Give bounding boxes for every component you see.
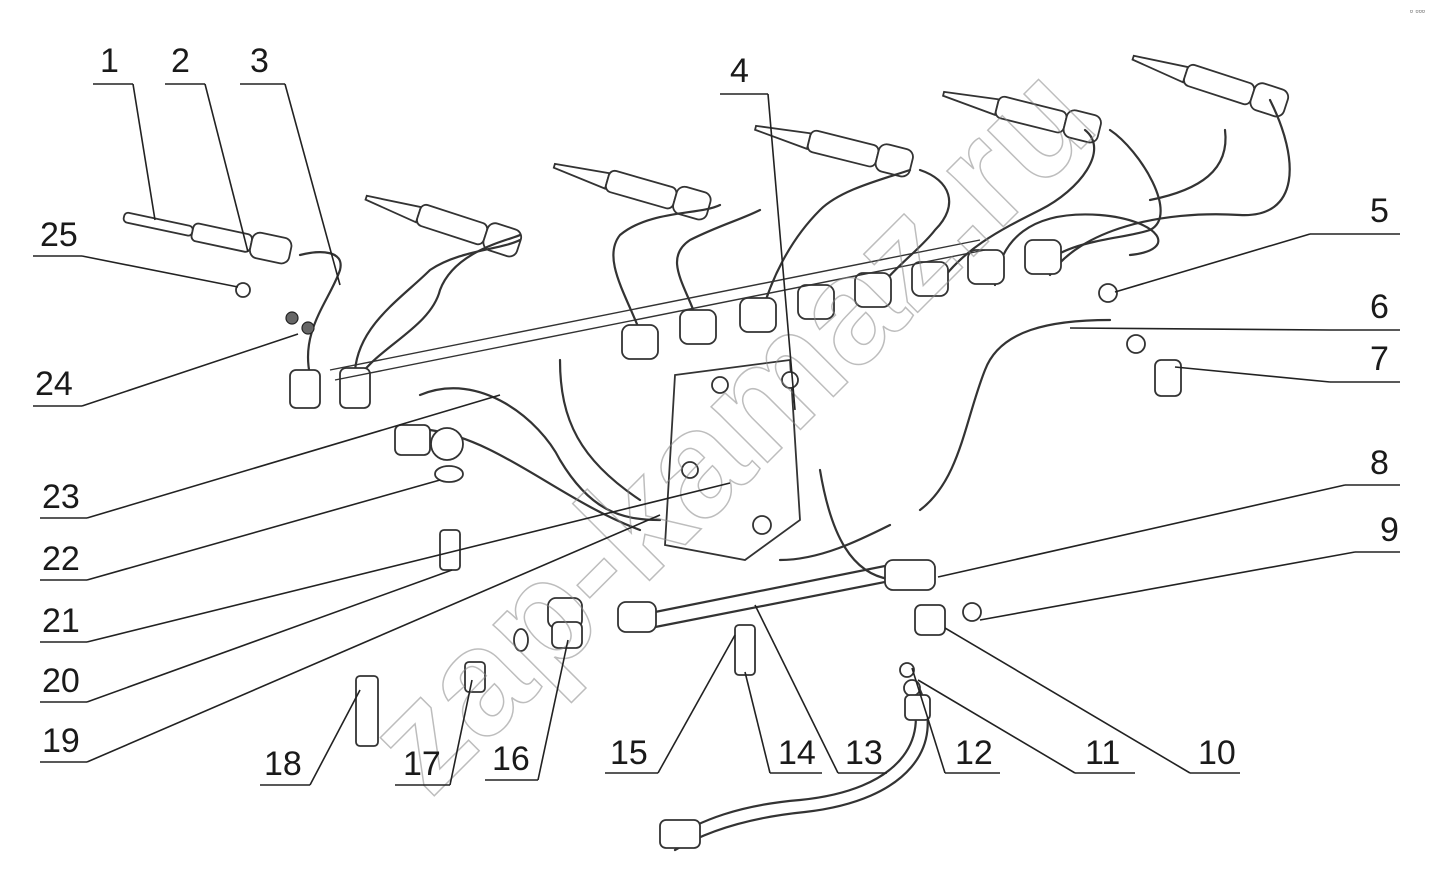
callout-22: 22 [40,479,441,581]
callout-21: 21 [40,482,731,643]
callout-2: 2 [165,42,249,253]
callout-label: 11 [1085,734,1120,772]
small-parts [235,282,1182,849]
callout-label: 15 [610,734,648,772]
callout-4: 4 [720,52,796,411]
callout-15: 15 [605,634,736,774]
high-pressure-pipes [298,98,1291,387]
callout-9: 9 [979,511,1400,621]
callout-label: 23 [42,478,80,516]
callout-label: 25 [40,216,78,254]
callout-3: 3 [240,42,341,286]
callout-label: 24 [35,365,73,403]
callout-18: 18 [260,689,361,786]
pump-body [664,358,801,561]
callouts: 1 2 3 4 5 6 7 [33,42,1400,786]
callout-label: 1 [100,42,119,80]
callout-23: 23 [40,394,501,519]
callout-label: 6 [1370,288,1389,326]
corner-mark: ▫ ▫▫▫ [1409,6,1425,16]
assembly-drawing: zap-kamaz.ru [122,31,1291,852]
callout-25: 25 [33,216,239,288]
callout-label: 12 [955,734,993,772]
delivery-valve-fittings [289,239,1062,409]
callout-24: 24 [33,333,299,407]
callout-17: 17 [395,679,473,786]
callout-label: 13 [845,734,883,772]
callout-7: 7 [1174,340,1400,383]
callout-1: 1 [93,42,156,221]
callout-label: 21 [42,602,80,640]
callout-label: 18 [264,745,302,783]
watermark: zap-kamaz.ru [334,32,1125,823]
callout-label: 22 [42,540,80,578]
callout-label: 2 [171,42,190,80]
callout-5: 5 [1114,192,1400,293]
callout-20: 20 [40,569,453,703]
callout-label: 5 [1370,192,1389,230]
callout-label: 7 [1370,340,1389,378]
callout-label: 17 [403,745,441,783]
callout-11: 11 [917,679,1135,774]
callout-13: 13 [754,604,887,774]
callout-label: 19 [42,722,80,760]
callout-label: 9 [1380,511,1399,549]
low-pressure-lines [418,318,1112,852]
callout-label: 3 [250,42,269,80]
callout-10: 10 [944,627,1240,774]
callout-label: 8 [1370,444,1389,482]
callout-12: 12 [911,667,1000,774]
callout-19: 19 [40,514,661,763]
callout-16: 16 [485,639,569,781]
callout-label: 10 [1198,734,1236,772]
callout-label: 14 [778,734,816,772]
callout-label: 16 [492,740,530,778]
callout-label: 4 [730,52,749,90]
callout-14: 14 [744,671,822,774]
rail [329,239,986,381]
callout-6: 6 [1069,288,1400,331]
callout-label: 20 [42,662,80,700]
callout-8: 8 [937,444,1400,578]
